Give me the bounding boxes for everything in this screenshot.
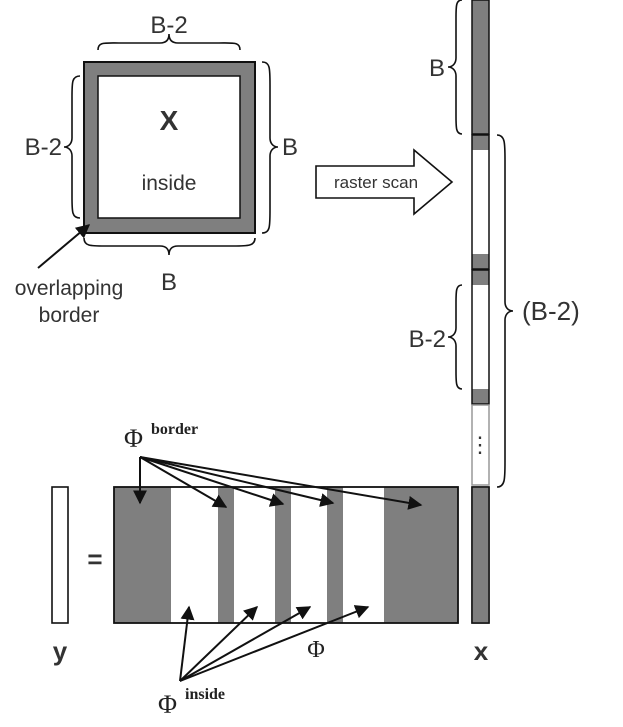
block-inside-region — [97, 75, 241, 219]
label-bottom-b: B — [161, 269, 177, 296]
label-y: y — [53, 636, 68, 666]
label-column-b2-outer: (B-2) — [522, 296, 580, 326]
vector-y — [51, 486, 69, 624]
phi-inside-superscript: inside — [185, 686, 225, 703]
column-ellipsis: ⋮ — [469, 432, 491, 457]
phi-border-base: Φ — [124, 424, 143, 453]
phi-border-block-5 — [384, 487, 458, 623]
column-row2-outline — [471, 134, 490, 270]
border-pointer-arrow — [37, 224, 91, 269]
label-x: x — [474, 636, 489, 666]
vector-x — [471, 486, 490, 624]
raster-scan-label: raster scan — [334, 173, 418, 192]
label-top-b2: B-2 — [150, 12, 187, 39]
phi-border-block-3 — [275, 487, 291, 623]
column-row2-border-top — [472, 135, 489, 150]
column-row3-inside — [472, 285, 489, 389]
phi-inside-arrows — [179, 605, 370, 682]
brace-bottom — [83, 237, 256, 256]
column-row3-outline — [471, 269, 490, 405]
phi-border-superscript: border — [151, 421, 198, 438]
brace-column-b2-inner — [447, 284, 463, 390]
label-column-b: B — [429, 55, 445, 82]
block-inside-label: inside — [142, 172, 197, 195]
label-right-b: B — [282, 134, 298, 161]
column-first-row-border — [471, 0, 490, 135]
caption-overlapping: overlapping — [15, 277, 124, 300]
brace-left — [63, 75, 81, 219]
phi-border-block-1 — [114, 487, 171, 623]
brace-column-b2-outer — [496, 134, 514, 488]
raster-scan-arrow: raster scan — [315, 148, 454, 216]
phi-inside-base: Φ — [158, 690, 177, 719]
phi-border-block-4 — [327, 487, 343, 623]
label-left-b2: B-2 — [25, 134, 62, 161]
brace-top — [97, 33, 241, 51]
brace-right — [261, 61, 279, 234]
phi-border-arrows — [133, 456, 423, 510]
column-row2-inside — [472, 150, 489, 254]
phi-outline — [113, 486, 459, 624]
column-ellipsis-segment — [471, 404, 490, 486]
label-phi: Φ — [307, 637, 325, 663]
image-block: X inside — [83, 61, 256, 234]
measurement-matrix-phi — [113, 486, 459, 624]
caption-border: border — [39, 304, 100, 327]
column-row3-border-bottom — [472, 389, 489, 404]
block-center-symbol: X — [160, 105, 179, 136]
label-column-b2-inner: B-2 — [409, 326, 446, 353]
block-outline — [83, 61, 256, 234]
phi-border-block-2 — [218, 487, 234, 623]
brace-column-b — [447, 0, 463, 135]
equals-sign: = — [87, 544, 102, 574]
column-row3-border-top — [472, 270, 489, 285]
column-row2-border-bottom — [472, 254, 489, 269]
